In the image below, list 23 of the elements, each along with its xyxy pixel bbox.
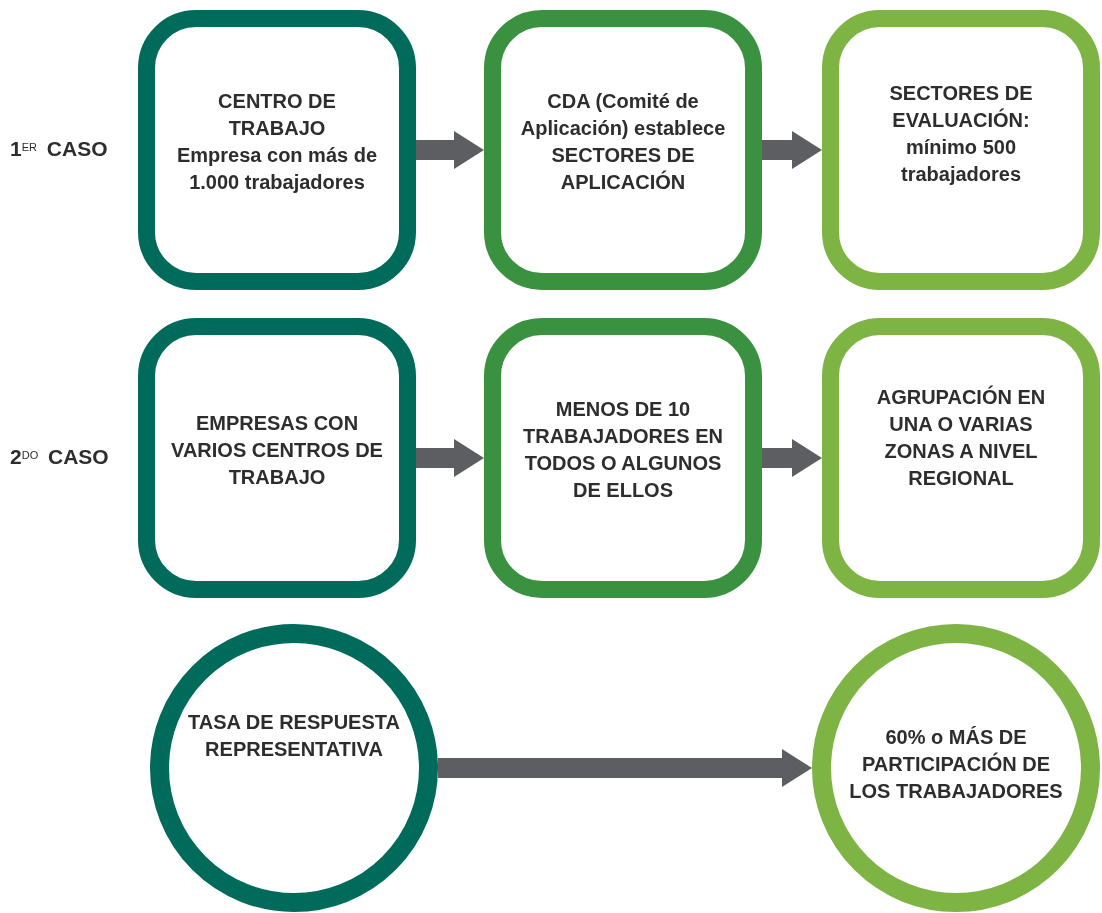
case-label: 2$^{DO}$ CASO xyxy=(10,444,109,470)
block-arrow xyxy=(416,131,484,169)
node-text: AGRUPACIÓN EN UNA O VARIAS ZONAS A NIVEL REGIONAL xyxy=(875,384,1047,491)
node-text: mínimo 500 trabajadores xyxy=(899,135,1023,187)
process-box xyxy=(138,10,416,290)
case-label: 1$^{ER}$ CASO xyxy=(10,136,108,162)
node-text: EMPRESAS CON VARIOS CENTROS DE TRABAJO xyxy=(171,410,383,490)
process-box xyxy=(822,318,1100,598)
node-text: 60% o MÁS DE PARTICIPACIÓN DE LOS TRABAJADORES xyxy=(848,724,1064,804)
process-box xyxy=(484,10,762,290)
process-box xyxy=(822,10,1100,290)
block-arrow xyxy=(762,439,822,477)
node-text: CDA (Comité de Aplicación) establece SECTORES DE APLICACIÓN xyxy=(519,89,727,195)
node-text: SECTORES DE EVALUACIÓN: xyxy=(888,81,1034,133)
node-text: TASA DE RESPUESTA REPRESENTATIVA xyxy=(187,710,401,762)
node-text: Empresa con más de 1.000 trabajadores xyxy=(175,143,379,195)
process-box xyxy=(138,318,416,598)
block-arrow xyxy=(438,749,812,787)
block-arrow xyxy=(416,439,484,477)
process-box xyxy=(484,318,762,598)
node-text: CENTRO DE TRABAJO xyxy=(217,89,337,141)
node-text: MENOS DE 10 TRABAJADORES EN TODOS O ALGUNOS DE ELLOS xyxy=(522,397,724,503)
block-arrow xyxy=(762,131,822,169)
